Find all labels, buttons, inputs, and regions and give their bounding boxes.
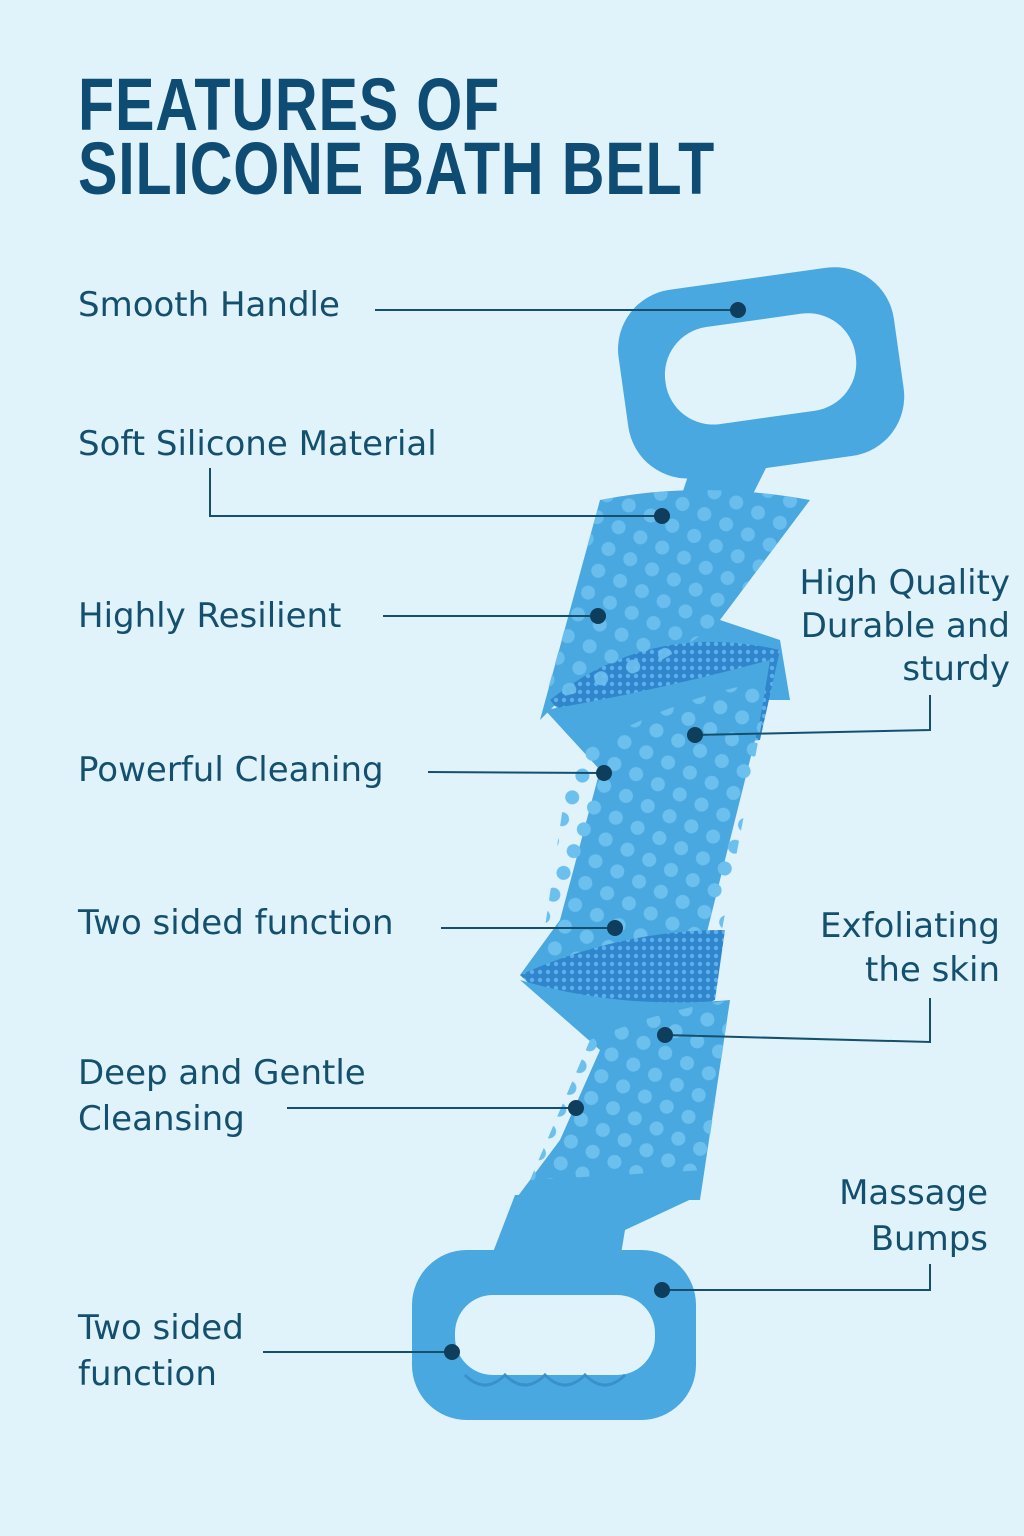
- label-high-quality: High Quality Durable and sturdy: [800, 562, 1010, 691]
- label-line: function: [78, 1354, 217, 1394]
- title-line-1: FEATURES OF: [78, 63, 501, 146]
- label-line: Exfoliating: [819, 906, 1000, 946]
- bottom-handle: [412, 1250, 696, 1420]
- label-two-sided-function: Two sided function: [78, 903, 394, 943]
- label-powerful-cleaning: Powerful Cleaning: [78, 750, 384, 790]
- label-line: Deep and Gentle: [78, 1053, 366, 1093]
- label-line: sturdy: [902, 649, 1010, 689]
- label-exfoliating: Exfoliating the skin: [820, 904, 1000, 992]
- belt-body: [490, 490, 810, 1260]
- title-line-2: SILICONE BATH BELT: [78, 127, 716, 210]
- top-handle: [618, 267, 905, 520]
- label-line: Bumps: [870, 1219, 988, 1259]
- label-line: Massage: [839, 1173, 988, 1213]
- label-line: Durable and: [800, 606, 1010, 646]
- label-highly-resilient: Highly Resilient: [78, 596, 342, 636]
- label-massage-bumps: Massage Bumps: [839, 1170, 988, 1262]
- label-line: Cleansing: [78, 1099, 245, 1139]
- callout-dots: [444, 302, 746, 1360]
- label-line: the skin: [864, 950, 1000, 990]
- label-smooth-handle: Smooth Handle: [78, 285, 340, 325]
- label-two-sided-function-2: Two sided function: [78, 1305, 244, 1397]
- label-soft-silicone-material: Soft Silicone Material: [78, 424, 437, 464]
- label-line: High Quality: [799, 563, 1010, 603]
- label-deep-gentle-cleansing: Deep and Gentle Cleansing: [78, 1050, 366, 1142]
- leader-lines: [209, 309, 931, 1353]
- label-line: Two sided: [78, 1308, 244, 1348]
